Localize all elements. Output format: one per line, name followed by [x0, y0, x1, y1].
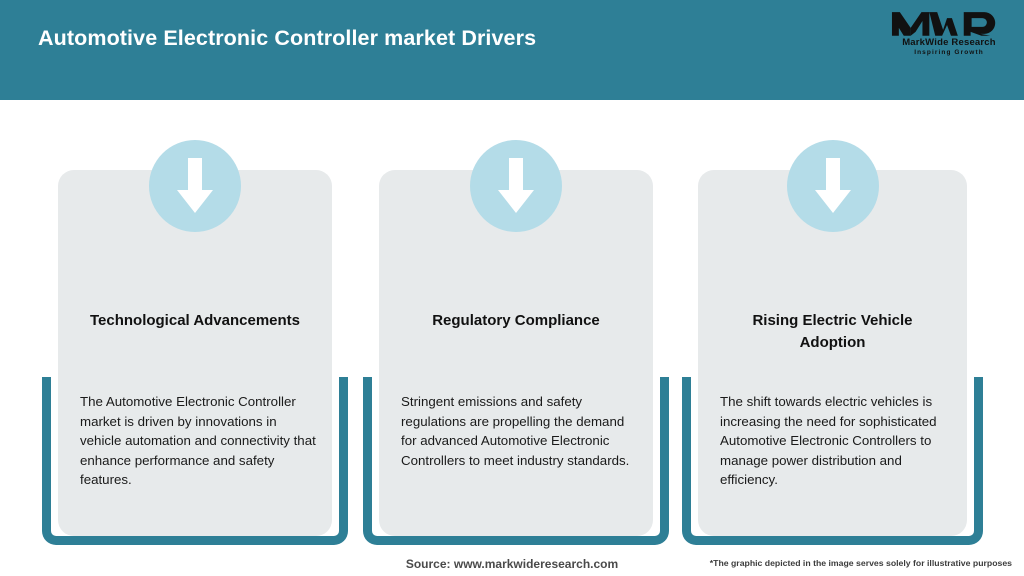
card-title: Regulatory Compliance	[432, 312, 600, 329]
brand-logo: MarkWide Research Inspiring Growth	[890, 8, 1008, 64]
card-teal-frame	[42, 377, 348, 545]
arrow-down-icon	[470, 140, 562, 232]
drivers-card-row: Technological Advancements The Automotiv…	[0, 100, 1024, 576]
source-label: Source: www.markwideresearch.com	[405, 557, 619, 571]
driver-card[interactable]: Rising Electric Vehicle Adoption The shi…	[682, 100, 983, 576]
card-teal-frame	[682, 377, 983, 545]
disclaimer-label: *The graphic depicted in the image serve…	[709, 558, 1012, 568]
card-title: Rising Electric Vehicle Adoption	[752, 312, 913, 351]
card-description: The shift towards electric vehicles is i…	[720, 394, 937, 487]
card-title: Technological Advancements	[89, 312, 301, 329]
logo-brand-name: MarkWide Research	[902, 37, 996, 48]
driver-card[interactable]: Technological Advancements The Automotiv…	[42, 100, 348, 576]
arrow-down-icon	[149, 140, 241, 232]
arrow-down-icon	[786, 140, 879, 232]
page-title: Automotive Electronic Controller market …	[38, 26, 537, 50]
driver-card[interactable]: Regulatory Compliance Stringent emission…	[363, 100, 669, 576]
card-description: The Automotive Electronic Controller mar…	[80, 394, 316, 487]
mwr-logo-icon	[890, 8, 1008, 38]
logo-tagline: Inspiring Growth	[914, 49, 984, 56]
page-header: Automotive Electronic Controller market …	[0, 0, 1024, 100]
card-description: Stringent emissions and safety regulatio…	[401, 394, 630, 468]
card-teal-frame	[363, 377, 669, 545]
